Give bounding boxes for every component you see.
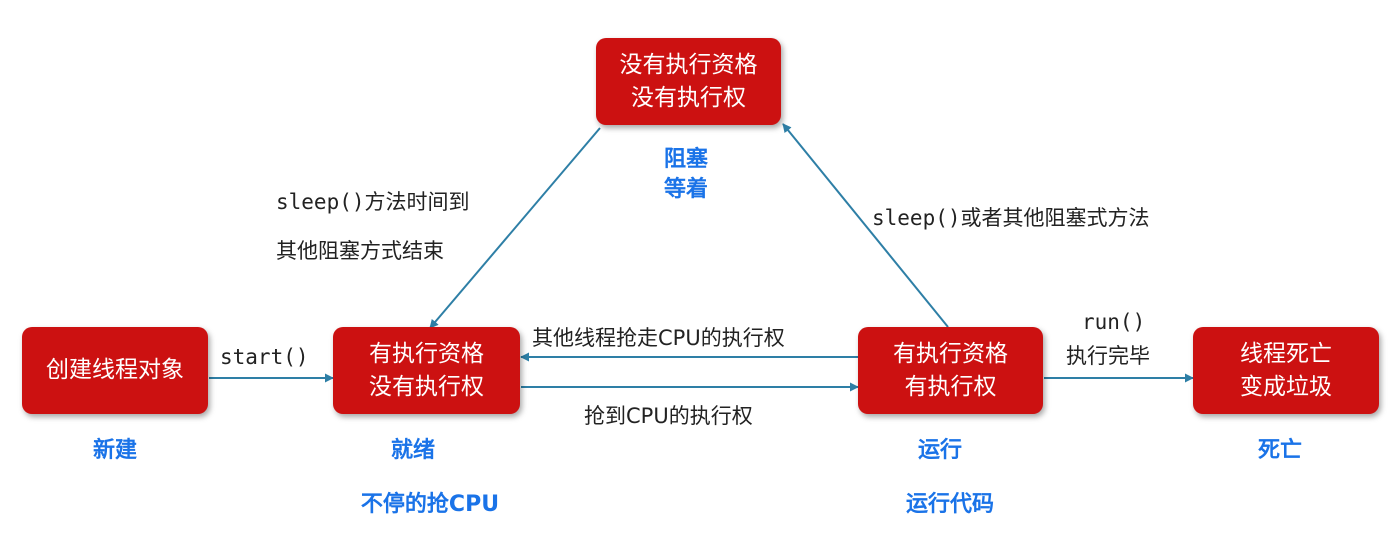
label-running-to-dead-2: 执行完毕 — [1066, 344, 1150, 368]
state-ready-line-1: 有执行资格 — [369, 340, 484, 367]
state-new-line-1: 创建线程对象 — [46, 357, 184, 383]
label-blocked-to-ready-2: 其他阻塞方式结束 — [276, 239, 444, 263]
arrow-blocked-to-ready — [429, 127, 601, 329]
state-blocked-box: 没有执行资格 没有执行权 — [596, 38, 781, 125]
state-blocked-line-1: 没有执行资格 — [619, 51, 758, 78]
label-running-to-dead-1: run() — [1082, 310, 1146, 334]
state-ready-line-2: 没有执行权 — [369, 373, 484, 400]
label-ready-to-running: 抢到CPU的执行权 — [584, 404, 753, 428]
state-ready-caption: 就绪 — [390, 438, 435, 463]
state-dead-box: 线程死亡 变成垃圾 — [1193, 327, 1379, 414]
label-blocked-to-ready-1: sleep()方法时间到 — [276, 190, 470, 214]
arrow-running-to-blocked — [782, 123, 949, 328]
state-blocked-line-2: 没有执行权 — [631, 84, 746, 111]
state-dead-line-2: 变成垃圾 — [1240, 373, 1332, 400]
label-running-to-blocked: sleep()或者其他阻塞式方法 — [872, 206, 1150, 230]
state-blocked-caption-2: 等着 — [663, 177, 708, 202]
state-ready-note: 不停的抢CPU — [360, 492, 500, 517]
state-running-box: 有执行资格 有执行权 — [858, 327, 1043, 414]
label-running-to-ready: 其他线程抢走CPU的执行权 — [532, 326, 785, 350]
label-new-to-ready: start() — [220, 345, 309, 369]
state-dead-line-1: 线程死亡 — [1240, 340, 1332, 367]
state-new-caption: 新建 — [92, 438, 137, 463]
state-running-note: 运行代码 — [905, 492, 994, 517]
state-running-caption: 运行 — [917, 438, 962, 463]
state-ready-box: 有执行资格 没有执行权 — [333, 327, 520, 414]
state-blocked-caption-1: 阻塞 — [663, 147, 708, 172]
state-new-box: 创建线程对象 — [22, 327, 208, 414]
state-running-line-1: 有执行资格 — [893, 340, 1008, 367]
state-blocked-caption: 阻塞 等着 — [636, 145, 736, 205]
state-dead-caption: 死亡 — [1257, 438, 1302, 463]
state-running-line-2: 有执行权 — [904, 373, 997, 400]
